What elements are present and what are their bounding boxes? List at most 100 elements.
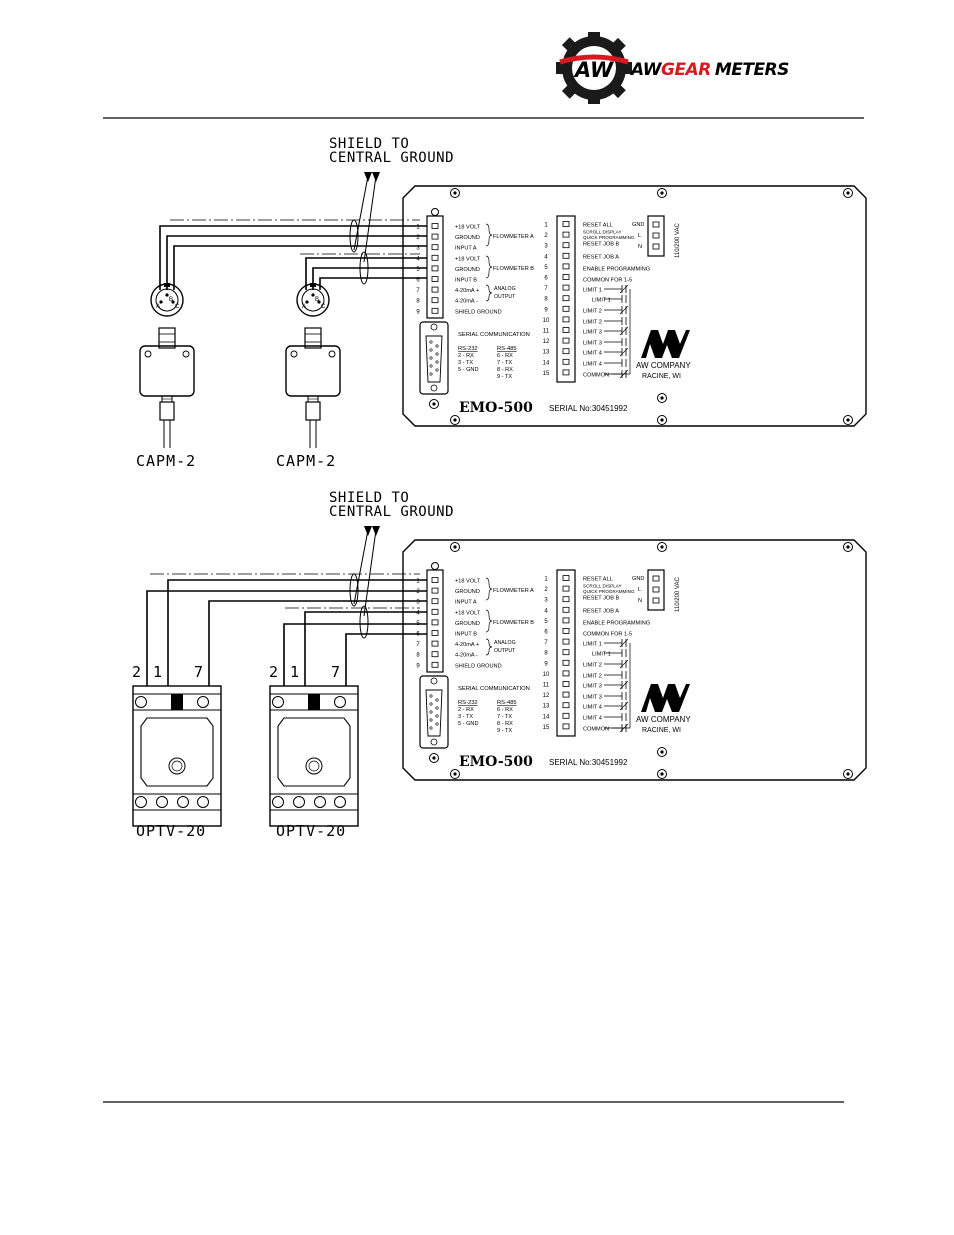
mounting-hole-center xyxy=(453,545,457,549)
terminal-screw-icon xyxy=(431,276,439,282)
right-terminal-label: COMMON FOR 1-5 xyxy=(583,278,632,284)
mounting-hole-center xyxy=(660,772,664,776)
rs485-title: RS-485 xyxy=(497,346,517,352)
rs485-pin-label: 6 - RX xyxy=(497,707,513,713)
right-terminal-label: LIMIT 3 xyxy=(583,684,602,690)
mounting-hole-icon xyxy=(843,542,853,552)
brace xyxy=(485,638,493,656)
body-screw-icon xyxy=(290,350,298,358)
right-terminal-number: 8 xyxy=(544,297,548,303)
terminal-screw-icon xyxy=(562,358,570,365)
terminal-screw-icon xyxy=(431,587,439,594)
model-name: EMO-500 xyxy=(459,400,533,416)
rs232-pin-label: 5 - GND xyxy=(458,367,479,373)
terminal-screw-icon xyxy=(562,691,570,698)
right-terminal-label: LIMIT 4 xyxy=(583,351,602,357)
terminal-screw-icon xyxy=(562,337,570,344)
left-terminal-number: 1 xyxy=(416,225,420,231)
right-terminal-label: COMMON xyxy=(583,373,609,379)
right-terminal-number: 12 xyxy=(543,693,550,699)
analog-output-label: OUTPUT xyxy=(494,294,516,300)
rs485-pin-label: 8 - RX xyxy=(497,721,513,727)
right-terminal-label: COMMON xyxy=(583,727,609,733)
right-terminal-number: 2 xyxy=(544,233,548,239)
mounting-hole-center xyxy=(453,772,457,776)
terminal-screw-icon xyxy=(431,265,439,272)
mounting-hole-center xyxy=(660,545,664,549)
right-terminal-label: COMMON FOR 1-5 xyxy=(583,632,632,638)
brace xyxy=(485,577,493,601)
db9-pin xyxy=(429,694,433,698)
terminal-screw-icon xyxy=(562,649,570,656)
db9-shell xyxy=(425,335,443,383)
left-terminal-label: GROUND xyxy=(455,235,480,241)
left-terminal-label: +18 VOLT xyxy=(455,610,481,616)
terminal-screw-icon xyxy=(562,316,570,323)
mounting-hole-center xyxy=(660,750,664,754)
power-l-label: L xyxy=(638,587,641,593)
connector-pin xyxy=(305,300,309,304)
analog-output-label: OUTPUT xyxy=(494,648,516,654)
terminal-number: 7 xyxy=(194,663,203,681)
sensor-neck xyxy=(158,327,176,349)
optv-body xyxy=(140,717,214,787)
right-terminal-label: RESET ALL xyxy=(583,223,613,229)
left-terminal-number: 2 xyxy=(416,235,420,241)
right-terminal-label: ENABLE PROGRAMMING xyxy=(583,621,650,627)
terminal-screw-icon xyxy=(197,696,209,708)
terminal-screw-icon xyxy=(562,575,570,581)
left-terminal-label: 4-20mA + xyxy=(455,288,479,294)
left-terminal-number: 5 xyxy=(416,267,420,273)
relay-nc-slash xyxy=(619,326,629,336)
rs232-pin-label: 2 - RX xyxy=(458,707,474,713)
terminal-screw-icon xyxy=(562,327,570,333)
terminal-screw-icon xyxy=(431,244,439,251)
terminal-screw-icon xyxy=(272,796,284,808)
terminal-screw-icon xyxy=(562,723,570,730)
right-terminal-number: 10 xyxy=(543,672,550,678)
serial-number: SERIAL No:30451992 xyxy=(549,758,628,767)
gear-logo-icon: AW xyxy=(556,32,632,104)
brand-aw: AW xyxy=(629,60,663,80)
right-terminal-label: SCROLL DISPLAY xyxy=(583,584,622,589)
power-terminal-block xyxy=(647,569,665,611)
shield-note-line2: CENTRAL GROUND xyxy=(329,150,454,166)
sensor-body xyxy=(285,345,341,397)
right-terminal-number: 2 xyxy=(544,587,548,593)
power-voltage-label: 110/200 VAC xyxy=(675,577,681,612)
rs485-pin-label: 9 - TX xyxy=(497,728,512,734)
right-terminal-number: 13 xyxy=(543,350,550,356)
relay-nc-slash xyxy=(619,701,629,711)
right-terminal-label: LIMIT 1 xyxy=(583,288,602,294)
right-terminal-number: 10 xyxy=(543,318,550,324)
mounting-hole-center xyxy=(453,191,457,195)
terminal-screw-icon xyxy=(562,585,570,592)
brace xyxy=(485,255,493,279)
terminal-screw-icon xyxy=(431,307,439,314)
optv-body xyxy=(277,717,351,787)
left-terminal-number: 3 xyxy=(416,600,420,606)
rs485-pin-label: 6 - RX xyxy=(497,353,513,359)
db9-screw-icon xyxy=(430,384,438,392)
db9-pin xyxy=(435,722,439,726)
terminal-screw-icon xyxy=(562,606,570,613)
left-terminal-number: 8 xyxy=(416,299,420,305)
aw-logo-shape xyxy=(641,330,690,358)
mounting-hole-icon xyxy=(657,393,667,403)
left-terminal-label: SHIELD GROUND xyxy=(455,309,502,315)
right-terminal-label: ENABLE PROGRAMMING xyxy=(583,267,650,273)
terminal-screw-icon xyxy=(562,295,570,302)
sensor-neck xyxy=(304,327,322,349)
db9-connector-icon xyxy=(419,675,449,749)
left-terminal-label: GROUND xyxy=(455,621,480,627)
terminal-screw-icon xyxy=(431,297,439,304)
mounting-hole-icon xyxy=(657,188,667,198)
connector-pin-label: C xyxy=(321,304,326,310)
terminal-screw-icon xyxy=(562,681,570,687)
connector-pin-label: A xyxy=(156,304,160,310)
db9-pin xyxy=(435,344,439,348)
